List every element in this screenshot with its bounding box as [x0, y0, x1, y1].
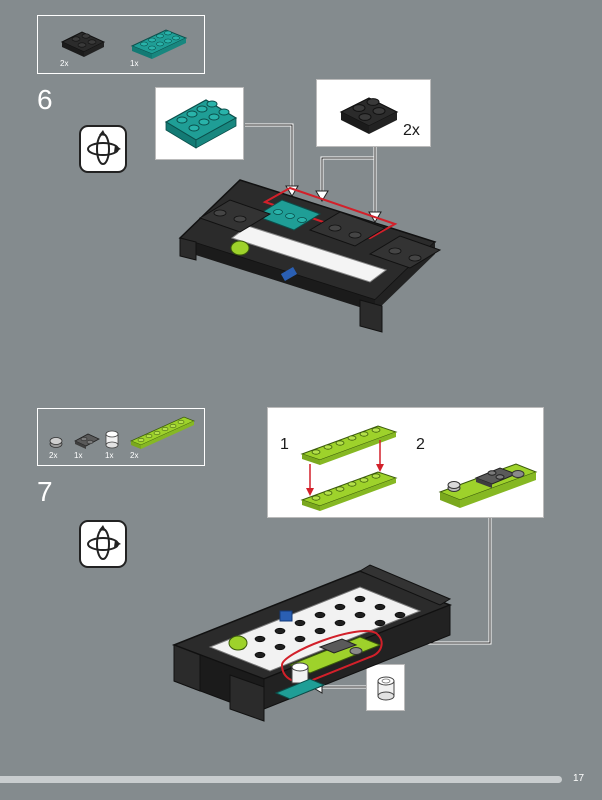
callout-black-plates: 2x	[316, 79, 431, 147]
plate-2x2-black-icon	[60, 31, 106, 57]
subassembly-step-1: 1	[280, 436, 289, 453]
page-number: 17	[573, 773, 585, 784]
plate-2x4-teal-icon	[164, 99, 238, 149]
plate-1x6-lime-icon	[129, 416, 196, 449]
rotate-model-icon	[79, 520, 127, 568]
callout-round-brick	[366, 664, 405, 711]
subassembly-panel: 1 2	[267, 407, 544, 518]
plate-2x2-black-icon	[339, 97, 399, 134]
plate-1x2-dark-gray-icon	[74, 433, 100, 449]
round-brick-white-icon	[105, 430, 119, 449]
part-qty-round-brick: 1x	[105, 451, 114, 460]
step-7-parts-list: 2x 1x 1x 2x	[37, 408, 205, 466]
lime-plates-stack-illustration	[300, 425, 398, 511]
step-number-6: 6	[37, 84, 53, 115]
round-brick-white-icon	[377, 676, 395, 701]
callout-teal-plate	[155, 87, 244, 160]
step-number-7: 7	[37, 476, 53, 507]
step-7-model-illustration	[171, 518, 492, 722]
page-progress-bar	[0, 776, 562, 783]
part-qty-black-plate: 2x	[60, 59, 69, 68]
callout-quantity: 2x	[403, 122, 420, 139]
part-qty-dark-gray-plate: 1x	[74, 451, 83, 460]
lime-subassembly-illustration	[438, 463, 538, 508]
step-6-model-illustration	[178, 123, 442, 333]
part-qty-lime-plate: 2x	[130, 451, 139, 460]
step-6-parts-list: 2x 1x	[37, 15, 205, 74]
round-plate-light-gray-icon	[49, 437, 63, 448]
rotate-model-icon	[79, 125, 127, 173]
plate-2x4-teal-icon	[130, 29, 188, 59]
part-qty-round-plate: 2x	[49, 451, 58, 460]
subassembly-step-2: 2	[416, 436, 425, 453]
part-qty-teal-plate: 1x	[130, 59, 139, 68]
